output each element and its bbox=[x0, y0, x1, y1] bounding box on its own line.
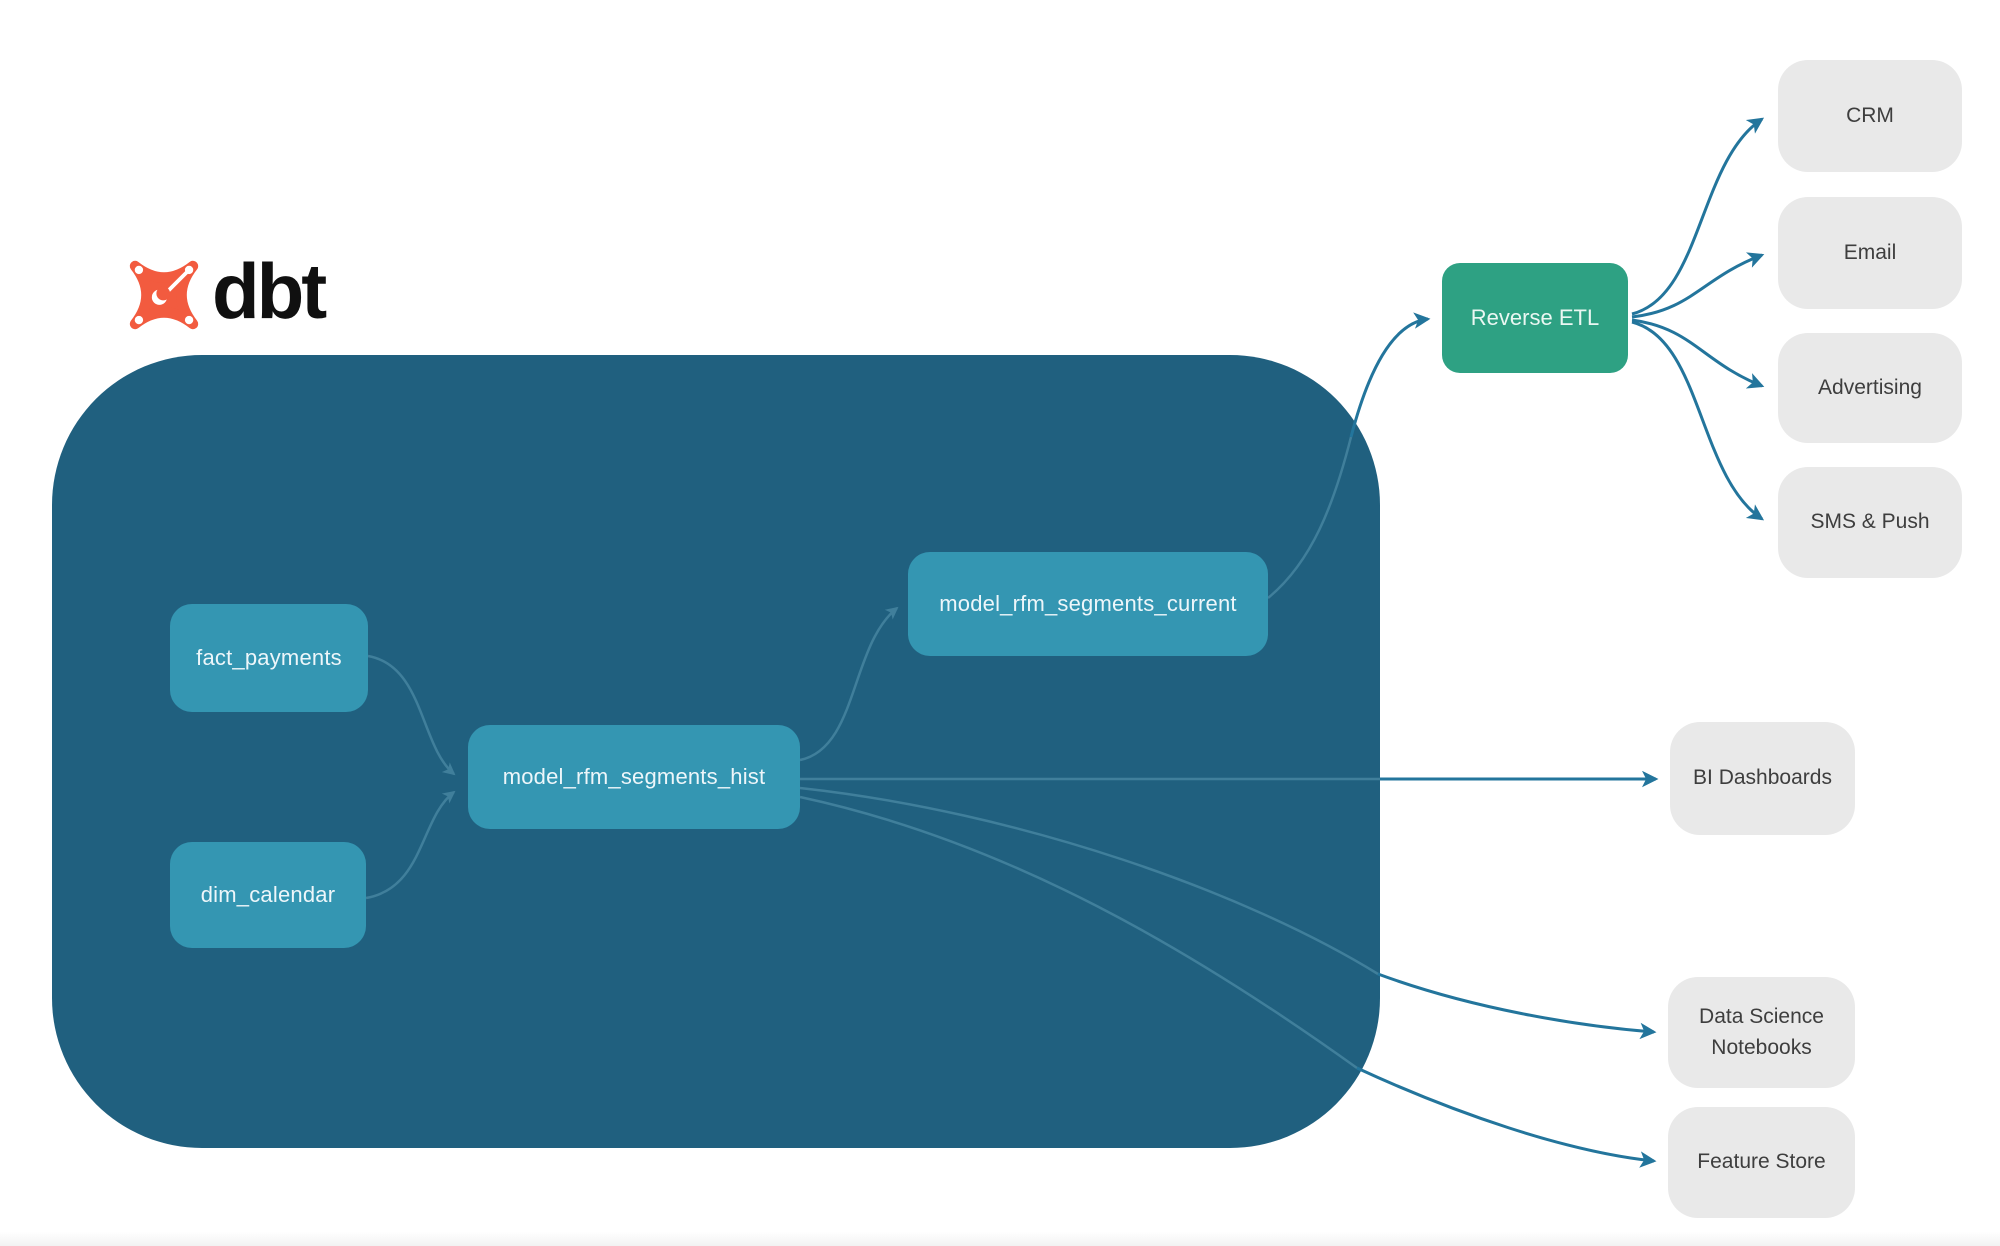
edge-reverse-etl-to-email bbox=[1631, 252, 1765, 319]
edge-to-feature-store bbox=[1356, 1066, 1657, 1168]
node-bi-dashboards-label: BI Dashboards bbox=[1693, 766, 1832, 790]
node-fact-payments-label: fact_payments bbox=[196, 645, 342, 670]
node-data-science-notebooks-label: Data Science Notebooks bbox=[1699, 1005, 1824, 1059]
edge-reverse-etl-to-sms bbox=[1631, 320, 1765, 521]
node-model-rfm-segments-current-label: model_rfm_segments_current bbox=[939, 591, 1237, 616]
node-sms-push: SMS & Push bbox=[1778, 467, 1962, 578]
node-data-science-notebooks: Data Science Notebooks bbox=[1668, 977, 1855, 1088]
node-dim-calendar-label: dim_calendar bbox=[200, 882, 336, 907]
node-crm: CRM bbox=[1778, 60, 1962, 172]
node-reverse-etl: Reverse ETL bbox=[1442, 263, 1628, 373]
node-crm-label: CRM bbox=[1846, 103, 1894, 127]
dbt-logo-text: dbt bbox=[212, 247, 327, 335]
node-reverse-etl-label: Reverse ETL bbox=[1470, 305, 1600, 330]
dbt-logo-icon bbox=[129, 260, 199, 330]
node-email-label: Email bbox=[1843, 240, 1897, 264]
node-sms-push-label: SMS & Push bbox=[1810, 510, 1930, 534]
node-feature-store-label: Feature Store bbox=[1697, 1150, 1826, 1174]
node-model-rfm-segments-current: model_rfm_segments_current bbox=[908, 552, 1268, 656]
node-advertising: Advertising bbox=[1778, 333, 1962, 443]
edge-reverse-etl-to-crm bbox=[1631, 117, 1765, 316]
node-advertising-label: Advertising bbox=[1818, 375, 1922, 399]
node-bi-dashboards: BI Dashboards bbox=[1670, 722, 1855, 835]
node-dim-calendar: dim_calendar bbox=[170, 842, 366, 948]
edge-to-reverse-etl bbox=[1349, 312, 1431, 438]
edge-to-data-science-notebooks bbox=[1377, 972, 1657, 1040]
edge-reverse-etl-to-advertising bbox=[1631, 318, 1765, 389]
node-feature-store: Feature Store bbox=[1668, 1107, 1855, 1218]
node-model-rfm-segments-hist: model_rfm_segments_hist bbox=[468, 725, 800, 829]
node-fact-payments: fact_payments bbox=[170, 604, 368, 712]
node-model-rfm-segments-hist-label: model_rfm_segments_hist bbox=[502, 764, 766, 789]
bottom-shadow-strip bbox=[0, 1232, 2000, 1246]
node-email: Email bbox=[1778, 197, 1962, 309]
dbt-logo: dbt bbox=[126, 252, 327, 334]
